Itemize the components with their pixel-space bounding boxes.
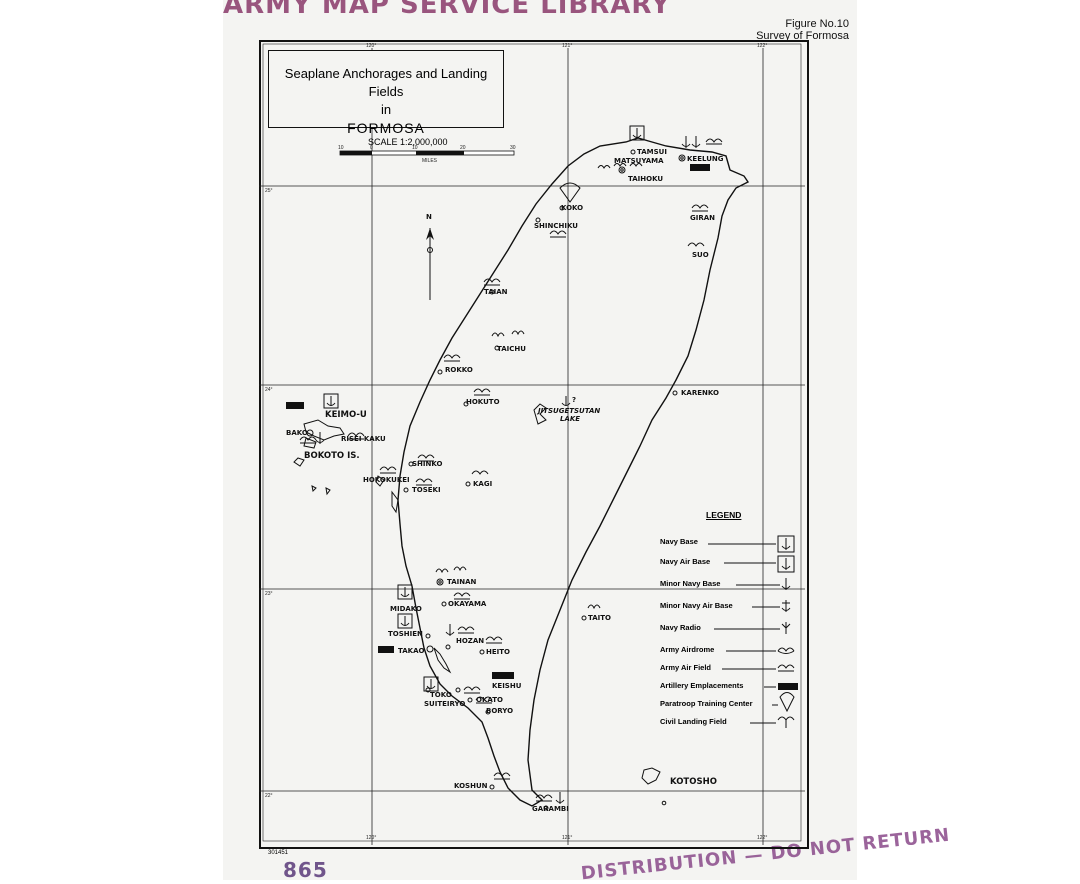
graticule bbox=[259, 48, 805, 845]
scale-tick-4: 30 bbox=[510, 145, 516, 151]
lat-label-22: 22° bbox=[265, 793, 273, 799]
place-toshien: TOSHIEN bbox=[388, 630, 423, 638]
place-hozan: HOZAN bbox=[456, 637, 485, 645]
place-okato: OKATO bbox=[476, 696, 503, 704]
inner-frame bbox=[262, 43, 802, 842]
place-bokoto-is: BOKOTO IS. bbox=[304, 451, 360, 461]
place-keelung: KEELUNG bbox=[687, 155, 724, 163]
document-number: 301451 bbox=[268, 850, 289, 856]
scale-tick-1: 0 bbox=[370, 145, 373, 151]
place-matsuyama: MATSUYAMA bbox=[614, 157, 664, 165]
place-keimo-u: KEIMO-U bbox=[325, 410, 367, 420]
small-islets bbox=[661, 800, 667, 806]
place-toseki: TOSEKI bbox=[412, 486, 441, 494]
north-label: N bbox=[426, 213, 432, 221]
legend-paratroop: Paratroop Training Center bbox=[660, 699, 753, 708]
place-giran: GIRAN bbox=[690, 214, 716, 222]
lon-label-top-122: 122° bbox=[757, 43, 768, 49]
lon-label-bottom-122: 122° bbox=[757, 835, 768, 841]
legend-minor-navy-air-base: Minor Navy Air Base bbox=[660, 601, 733, 610]
lon-label-bottom-120: 120° bbox=[366, 835, 377, 841]
place-shinchiku: SHINCHIKU bbox=[534, 222, 578, 230]
lat-label-24: 24° bbox=[265, 387, 273, 393]
place-tainan: TAINAN bbox=[447, 578, 477, 586]
place-heito: HEITO bbox=[486, 648, 510, 656]
place-tamsui: TAMSUI bbox=[637, 148, 667, 156]
lon-label-top-120: 120° bbox=[366, 43, 377, 49]
place-bako: BAKO bbox=[286, 429, 308, 437]
artillery-symbols bbox=[286, 164, 798, 690]
legend-army-airdrome: Army Airdrome bbox=[660, 645, 715, 654]
lat-label-23: 23° bbox=[265, 591, 273, 597]
place-taichu: TAICHU bbox=[497, 345, 526, 353]
place-suo: SUO bbox=[692, 251, 709, 259]
figure-number: Figure No.10 bbox=[785, 18, 849, 30]
legend-minor-navy-base: Minor Navy Base bbox=[660, 579, 721, 588]
place-takao: TAKAO bbox=[398, 647, 425, 655]
place-taian: TAIAN bbox=[484, 288, 508, 296]
map-title-line1: Seaplane Anchorages and Landing Fields bbox=[284, 66, 488, 99]
legend-artillery: Artillery Emplacements bbox=[660, 681, 744, 690]
place-rokko: ROKKO bbox=[445, 366, 473, 374]
jitsugetsutan-lake bbox=[533, 403, 547, 425]
place-lake: LAKE bbox=[560, 415, 581, 423]
place-midako: MIDAKO bbox=[390, 605, 422, 613]
library-stamp: ARMY MAP SERVICE LIBRARY bbox=[223, 0, 671, 20]
formosa-island-outline bbox=[397, 137, 750, 807]
place-taito: TAITO bbox=[588, 614, 611, 622]
lon-label-bottom-121: 121° bbox=[562, 835, 573, 841]
scale-tick-3: 20 bbox=[460, 145, 466, 151]
place-toko: TOKO bbox=[430, 691, 452, 699]
map-sheet bbox=[223, 0, 857, 880]
map-title-box: Seaplane Anchorages and Landing Fields i… bbox=[268, 50, 504, 136]
takao-lagoon bbox=[433, 647, 452, 674]
map-frame bbox=[259, 40, 809, 849]
place-garambi: GARAMBI bbox=[532, 805, 569, 813]
bokoto-islands bbox=[293, 419, 399, 514]
place-koko: KOKO bbox=[561, 204, 584, 212]
legend-title: LEGEND bbox=[706, 510, 742, 520]
lat-label-25: 25° bbox=[265, 188, 273, 194]
place-kotosho: KOTOSHO bbox=[670, 777, 717, 787]
figure-subtitle: Survey of Formosa bbox=[756, 30, 849, 42]
legend-civil-landing-field: Civil Landing Field bbox=[660, 717, 727, 726]
legend-navy-air-base: Navy Air Base bbox=[660, 557, 711, 566]
place-karenko: KARENKO bbox=[681, 389, 719, 397]
map-symbols bbox=[299, 125, 723, 804]
north-arrow bbox=[426, 228, 434, 300]
legend-navy-base: Navy Base bbox=[660, 537, 698, 546]
legend-symbols bbox=[708, 535, 795, 728]
scale-label: SCALE 1:2,000,000 bbox=[368, 137, 448, 147]
scale-tick-2: 10 bbox=[412, 145, 418, 151]
legend-navy-radio: Navy Radio bbox=[660, 623, 701, 632]
kotosho-island bbox=[641, 767, 661, 785]
scale-tick-0: 10 bbox=[338, 145, 344, 151]
place-hokuto: HOKUTO bbox=[466, 398, 500, 406]
scale-unit: MILES bbox=[422, 158, 438, 164]
place-suiteiryo: SUITEIRYO bbox=[424, 700, 466, 708]
place-hokokukei: HOKOKUKEI bbox=[363, 476, 410, 484]
place-shinko: SHINKO bbox=[412, 460, 443, 468]
place-risei-kaku: RISEI KAKU bbox=[341, 435, 386, 443]
scale-bar bbox=[339, 150, 515, 156]
bottom-stamp-number: 865 bbox=[283, 858, 328, 882]
location-markers bbox=[306, 149, 686, 811]
place-jitsugetsutan: JITSUGETSUTAN bbox=[538, 407, 601, 415]
place-kagi: KAGI bbox=[473, 480, 493, 488]
place-koshun: KOSHUN bbox=[454, 782, 488, 790]
place-taihoku: TAIHOKU bbox=[628, 175, 664, 183]
map-title-line2: in bbox=[380, 102, 392, 117]
lake-query-mark: ? bbox=[572, 396, 577, 404]
legend-army-air-field: Army Air Field bbox=[660, 663, 711, 672]
lon-label-top-121: 121° bbox=[562, 43, 573, 49]
place-keishu: KEISHU bbox=[492, 682, 522, 690]
map-title-line3: FORMOSA bbox=[347, 120, 425, 136]
place-boryo: BORYO bbox=[486, 707, 514, 715]
place-okayama: OKAYAMA bbox=[448, 600, 487, 608]
